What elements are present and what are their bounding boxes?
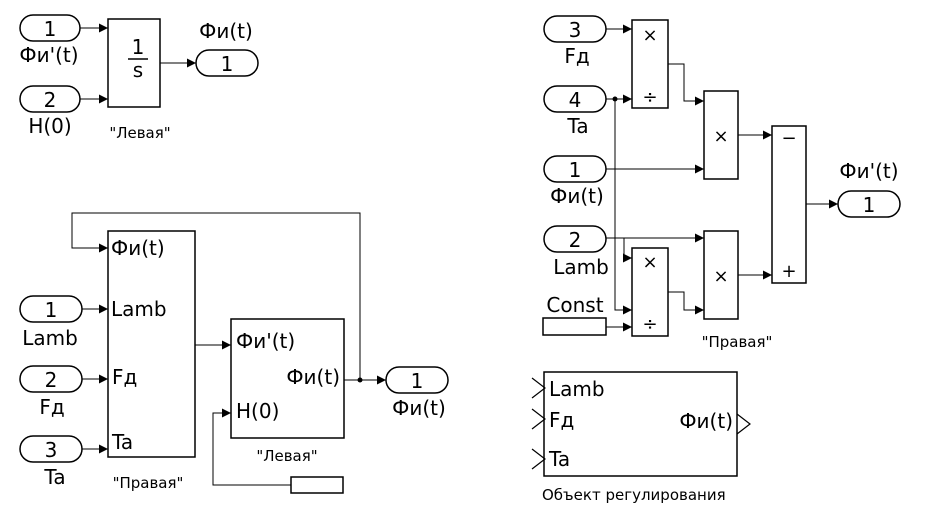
inport-number: 1 (45, 298, 58, 322)
inport-number: 1 (44, 17, 57, 41)
multiply-icon: × (642, 252, 657, 273)
bottom-left-model: 1 Lamb 2 Fд 3 Ta Фи(t) Lamb Fд Ta "Права… (19, 212, 449, 494)
divide-block-1[interactable]: × ÷ (631, 19, 669, 109)
outport-label: Фи(t) (392, 396, 446, 420)
integrator-block[interactable]: 1 s (107, 18, 161, 108)
multiply-icon: × (713, 266, 728, 287)
inport-number: 1 (569, 158, 582, 182)
port-label-h0: H(0) (236, 399, 279, 423)
plant-port-lamb: Lamb (549, 377, 605, 401)
inport-1-phi[interactable]: 1 (543, 155, 607, 183)
product-block-1[interactable]: × (703, 90, 739, 180)
minus-sign: − (781, 128, 796, 149)
outport-1-phi[interactable]: 1 (195, 49, 259, 77)
divide-icon: ÷ (642, 87, 657, 108)
port-label-phi: Фи(t) (111, 236, 165, 260)
plant-port-ta: Ta (548, 447, 570, 471)
divide-block-2[interactable]: × ÷ (631, 247, 669, 337)
top-right-model: 3 Fд 4 Ta 1 Фи(t) 2 Lamb Const × ÷ (542, 15, 901, 351)
integrator-caption: "Левая" (109, 124, 170, 142)
initial-value-block[interactable] (290, 476, 344, 494)
inport-label: Lamb (553, 255, 609, 279)
top-left-model: 1 Фи'(t) 2 H(0) 1 s "Левая" 1 Фи(t) (19, 14, 259, 142)
inport-label: Ta (43, 465, 65, 489)
port-label-phi-out: Фи(t) (286, 365, 340, 389)
input-chevron-icon (531, 377, 546, 399)
outport-1-phi[interactable]: 1 (385, 366, 449, 394)
plant-subsystem-block[interactable]: Lamb Fд Ta Фи(t) (531, 371, 751, 477)
plant-port-phi-out: Фи(t) (679, 409, 733, 433)
inport-number: 4 (569, 88, 582, 112)
right-caption: "Правая" (702, 333, 773, 351)
right-subsystem-block[interactable]: Фи(t) Lamb Fд Ta (107, 230, 196, 458)
inport-2-fd[interactable]: 2 (19, 365, 83, 393)
inport-1-dphi[interactable]: 1 (19, 14, 81, 42)
divide-icon: ÷ (642, 314, 657, 335)
right-subsystem-caption: "Правая" (113, 474, 184, 492)
inport-number: 2 (569, 228, 582, 252)
inport-3-fd[interactable]: 3 (543, 15, 607, 43)
outport-number: 1 (411, 369, 424, 393)
outport-label: Фи(t) (199, 19, 253, 43)
const-label: Const (546, 293, 603, 317)
input-chevron-icon (531, 448, 546, 470)
plant-caption: Объект регулирования (542, 486, 726, 504)
plant-subsystem: Lamb Fд Ta Фи(t) Объект регулирования (531, 371, 751, 504)
multiply-icon: × (642, 25, 657, 46)
inport-2-lamb[interactable]: 2 (543, 225, 607, 253)
left-subsystem-caption: "Левая" (256, 447, 317, 465)
plus-sign: + (781, 261, 796, 282)
multiply-icon: × (713, 126, 728, 147)
product-block-2[interactable]: × (703, 230, 739, 320)
inport-2-h0[interactable]: 2 (19, 85, 81, 113)
plant-port-fd: Fд (549, 408, 574, 432)
inport-label: Фи(t) (550, 184, 604, 208)
port-label-ta: Ta (111, 430, 133, 454)
inport-number: 2 (44, 88, 57, 112)
integrator-denominator: s (133, 58, 143, 82)
port-label-fd: Fд (112, 365, 137, 389)
inport-label: H(0) (28, 114, 71, 138)
inport-number: 3 (45, 438, 58, 462)
const-block[interactable] (542, 317, 607, 336)
port-label-lamb: Lamb (111, 297, 167, 321)
inport-number: 3 (569, 18, 582, 42)
outport-number: 1 (221, 52, 234, 76)
output-chevron-icon (736, 413, 751, 435)
inport-4-ta[interactable]: 4 (543, 85, 607, 113)
inport-1-lamb[interactable]: 1 (19, 295, 83, 323)
inport-label: Fд (564, 44, 589, 68)
inport-label: Ta (566, 114, 588, 138)
left-subsystem-block[interactable]: Фи'(t) H(0) Фи(t) (230, 318, 345, 439)
outport-number: 1 (863, 193, 876, 217)
inport-3-ta[interactable]: 3 (19, 435, 83, 463)
sum-block[interactable]: − + (771, 125, 807, 284)
inport-label: Lamb (22, 326, 78, 350)
inport-label: Фи'(t) (19, 43, 78, 67)
port-label-dphi: Фи'(t) (236, 329, 295, 353)
input-chevron-icon (531, 408, 546, 430)
integrator-numerator: 1 (132, 35, 145, 59)
outport-label: Фи'(t) (839, 159, 898, 183)
inport-number: 2 (45, 368, 58, 392)
outport-1-dphi[interactable]: 1 (837, 190, 901, 218)
inport-label: Fд (39, 395, 64, 419)
